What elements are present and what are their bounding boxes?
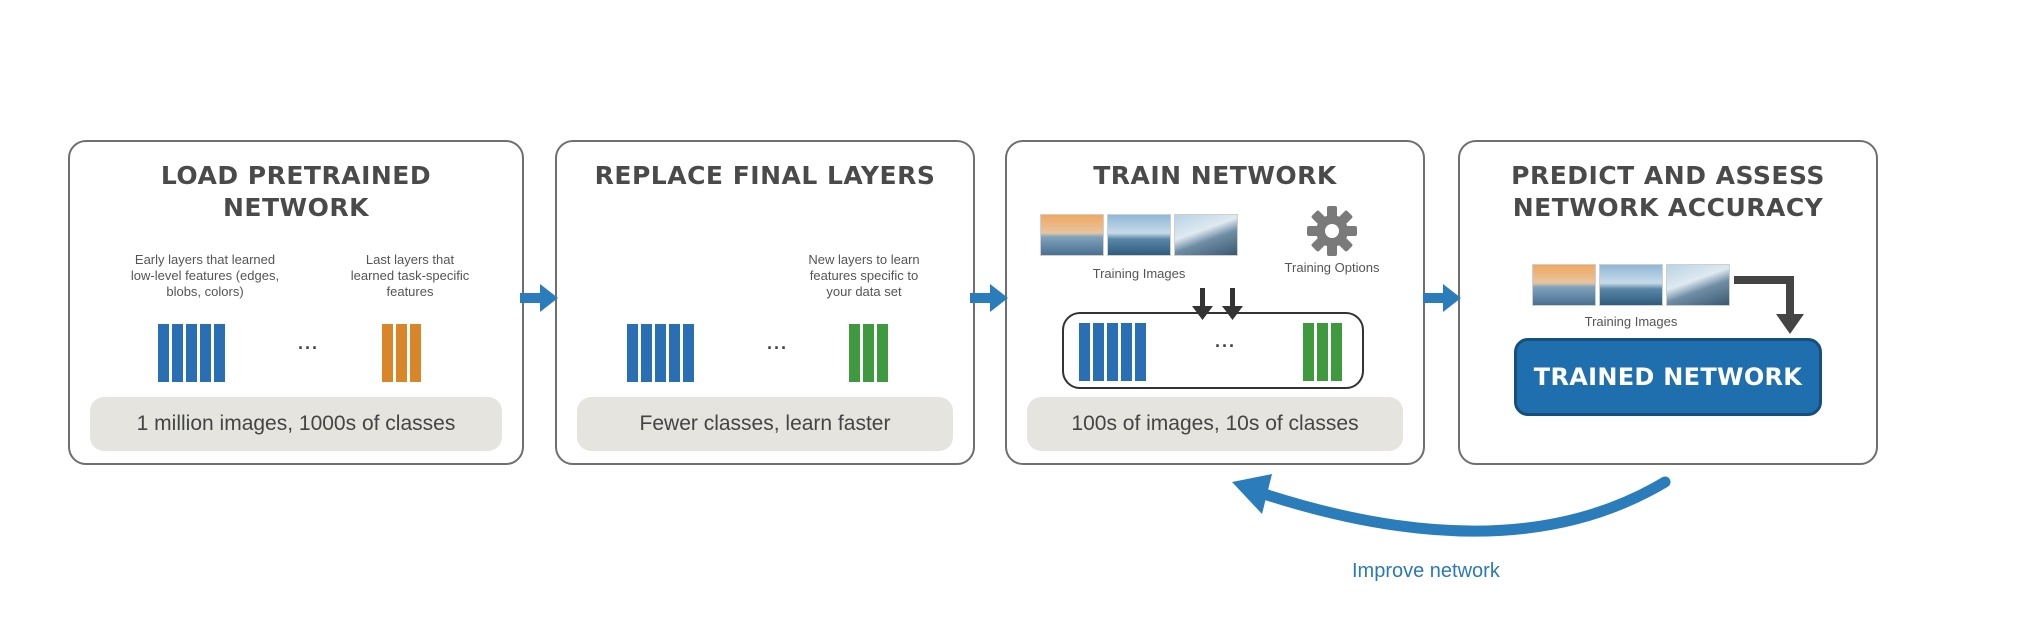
early-layers-bars (627, 324, 694, 382)
early-layers-bars (158, 324, 225, 382)
panel-train-network: TRAIN NETWORK Training Images Training O… (1005, 140, 1425, 465)
dataset-pill: 100s of images, 10s of classes (1027, 397, 1403, 451)
dataset-pill: Fewer classes, learn faster (577, 397, 953, 451)
new-layers-bars (849, 324, 888, 382)
layer-bar (655, 324, 666, 382)
early-layers-bars (1079, 323, 1146, 381)
layer-bar (1079, 323, 1090, 381)
training-image-thumbnail (1040, 214, 1104, 256)
ellipsis: ··· (298, 338, 319, 358)
layer-bar (396, 324, 407, 382)
panel-title: PREDICT AND ASSESS NETWORK ACCURACY (1511, 161, 1825, 222)
layer-bar (1121, 323, 1132, 381)
layer-bar (158, 324, 169, 382)
new-layers-note: New layers to learn features specific to… (808, 252, 920, 299)
gear-icon (1307, 206, 1357, 256)
layer-bar (214, 324, 225, 382)
panel-title: TRAIN NETWORK (1093, 161, 1337, 190)
curved-arrow-icon (1232, 474, 1671, 537)
right-arrow-icon (1423, 284, 1461, 312)
layer-bar (627, 324, 638, 382)
layer-bar (683, 324, 694, 382)
panel-title: LOAD PRETRAINED NETWORK (160, 161, 432, 222)
layer-bar (669, 324, 680, 382)
training-image-thumbnail (1666, 264, 1730, 306)
layer-bar (1093, 323, 1104, 381)
panel-title: REPLACE FINAL LAYERS (594, 161, 936, 190)
training-image-thumbnail (1107, 214, 1171, 256)
layer-bar (186, 324, 197, 382)
panel-predict-assess: PREDICT AND ASSESS NETWORK ACCURACY Trai… (1458, 140, 1878, 465)
ellipsis: ··· (1215, 336, 1236, 356)
trained-network-box: TRAINED NETWORK (1514, 338, 1822, 416)
right-arrow-icon (520, 284, 558, 312)
layer-bar (1135, 323, 1146, 381)
layer-bar (1303, 323, 1314, 381)
layer-bar (1331, 323, 1342, 381)
early-layers-note: Early layers that learned low-level feat… (130, 252, 280, 299)
training-options-label: Training Options (1284, 260, 1380, 275)
last-layers-note: Last layers that learned task-specific f… (350, 252, 470, 299)
layer-bar (863, 324, 874, 382)
layer-bar (877, 324, 888, 382)
improve-network-label: Improve network (1352, 560, 1500, 582)
training-image-thumbnail (1174, 214, 1238, 256)
right-arrow-icon (970, 284, 1008, 312)
ellipsis: ··· (767, 338, 788, 358)
layer-bar (641, 324, 652, 382)
training-images-label: Training Images (1584, 314, 1678, 329)
dataset-pill: 1 million images, 1000s of classes (90, 397, 502, 451)
panel-load-pretrained: LOAD PRETRAINED NETWORK Early layers tha… (68, 140, 524, 465)
last-layers-bars (382, 324, 421, 382)
new-layers-bars (1303, 323, 1342, 381)
layer-bar (410, 324, 421, 382)
training-images-label: Training Images (1092, 266, 1186, 281)
layer-bar (849, 324, 860, 382)
layer-bar (1317, 323, 1328, 381)
training-image-thumbnail (1599, 264, 1663, 306)
layer-bar (172, 324, 183, 382)
layer-bar (200, 324, 211, 382)
training-image-thumbnail (1532, 264, 1596, 306)
layer-bar (1107, 323, 1118, 381)
layer-bar (382, 324, 393, 382)
elbow-arrow-icon (1734, 276, 1804, 334)
panel-replace-final-layers: REPLACE FINAL LAYERS New layers to learn… (555, 140, 975, 465)
network-box (1062, 312, 1364, 389)
